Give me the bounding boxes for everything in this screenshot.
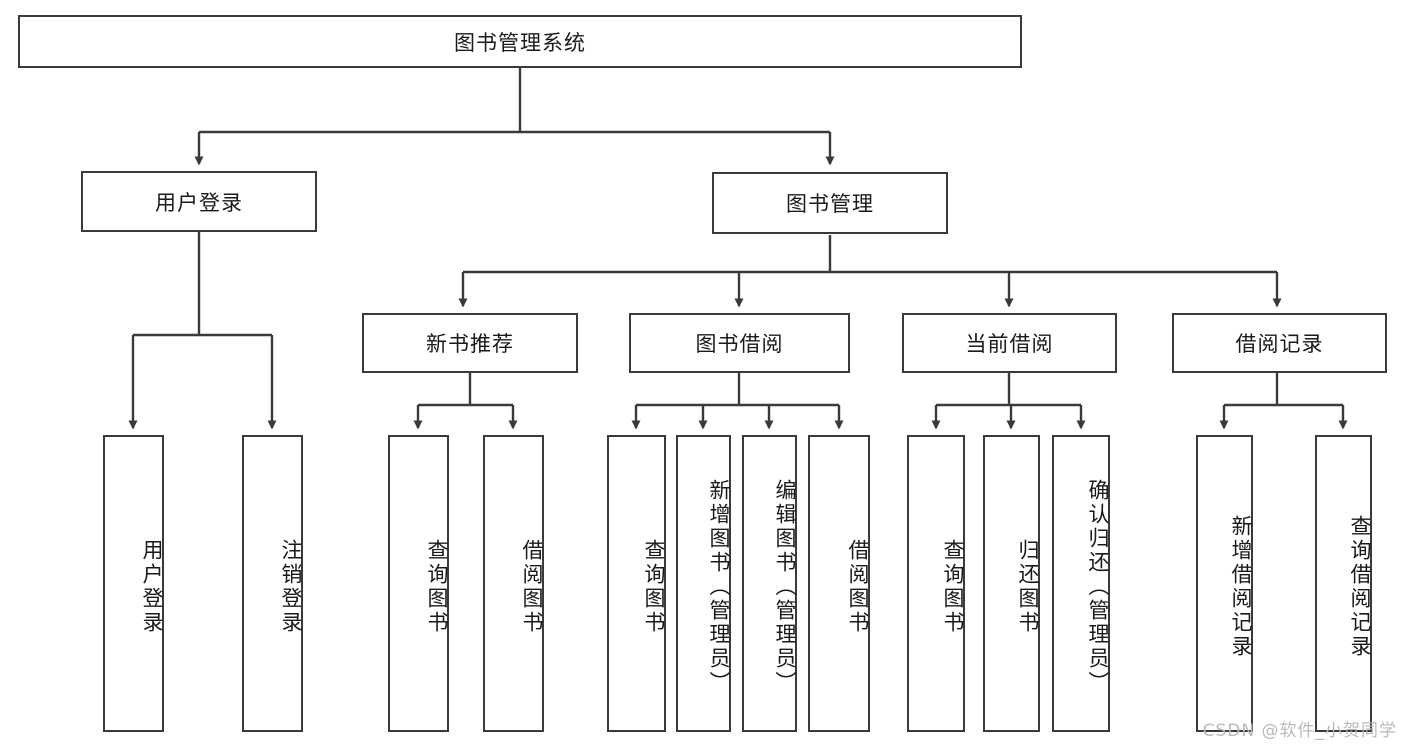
node-borrow-record[interactable]: 借阅记录 [1172, 313, 1387, 373]
node-leaf-return-book[interactable]: 归还图书 [983, 435, 1040, 732]
node-leaf-add-record-label: 新增借阅记录 [1229, 514, 1253, 659]
node-leaf-add-book-label: 新增图书（管理员） [707, 478, 731, 695]
node-borrow-record-label: 借阅记录 [1235, 332, 1324, 356]
node-book-management-label: 图书管理 [786, 192, 874, 216]
node-leaf-query-book-2-label: 查询图书 [642, 538, 666, 635]
node-user-login-label: 用户登录 [155, 190, 243, 215]
node-leaf-borrow-book-1[interactable]: 借阅图书 [483, 435, 544, 732]
node-leaf-user-login-label: 用户登录 [140, 538, 164, 635]
node-leaf-borrow-book-2-label: 借阅图书 [846, 538, 870, 635]
node-leaf-return-book-label: 归还图书 [1016, 538, 1040, 635]
node-leaf-query-book-1-label: 查询图书 [425, 538, 449, 635]
node-leaf-confirm-return-label: 确认归还（管理员） [1086, 478, 1110, 695]
node-leaf-borrow-book-2[interactable]: 借阅图书 [808, 435, 870, 732]
node-leaf-query-record-label: 查询借阅记录 [1348, 514, 1372, 659]
node-leaf-logout-login[interactable]: 注销登录 [242, 435, 303, 732]
node-root-label: 图书管理系统 [454, 30, 586, 55]
node-leaf-edit-book-label: 编辑图书（管理员） [773, 478, 797, 695]
node-leaf-borrow-book-1-label: 借阅图书 [520, 538, 544, 635]
node-current-borrow-label: 当前借阅 [965, 332, 1054, 356]
node-leaf-query-record[interactable]: 查询借阅记录 [1315, 435, 1372, 732]
csdn-watermark: CSDN @软件_小贺同学 [1202, 721, 1397, 741]
node-new-book-recommend[interactable]: 新书推荐 [362, 313, 578, 373]
node-leaf-query-book-3[interactable]: 查询图书 [907, 435, 965, 732]
node-leaf-query-book-3-label: 查询图书 [941, 538, 965, 635]
node-leaf-edit-book[interactable]: 编辑图书（管理员） [742, 435, 797, 732]
node-root[interactable]: 图书管理系统 [18, 15, 1022, 68]
node-leaf-add-record[interactable]: 新增借阅记录 [1196, 435, 1253, 732]
node-book-borrow-label: 图书借阅 [695, 332, 784, 356]
node-book-borrow[interactable]: 图书借阅 [629, 313, 850, 373]
node-leaf-query-book-2[interactable]: 查询图书 [607, 435, 666, 732]
node-user-login[interactable]: 用户登录 [81, 171, 317, 232]
node-current-borrow[interactable]: 当前借阅 [902, 313, 1117, 373]
node-leaf-query-book-1[interactable]: 查询图书 [388, 435, 449, 732]
node-leaf-logout-login-label: 注销登录 [279, 538, 303, 635]
node-leaf-user-login[interactable]: 用户登录 [103, 435, 164, 732]
node-book-management[interactable]: 图书管理 [712, 172, 948, 234]
node-new-book-recommend-label: 新书推荐 [426, 332, 514, 356]
node-leaf-confirm-return[interactable]: 确认归还（管理员） [1052, 435, 1110, 732]
node-leaf-add-book[interactable]: 新增图书（管理员） [676, 435, 731, 732]
